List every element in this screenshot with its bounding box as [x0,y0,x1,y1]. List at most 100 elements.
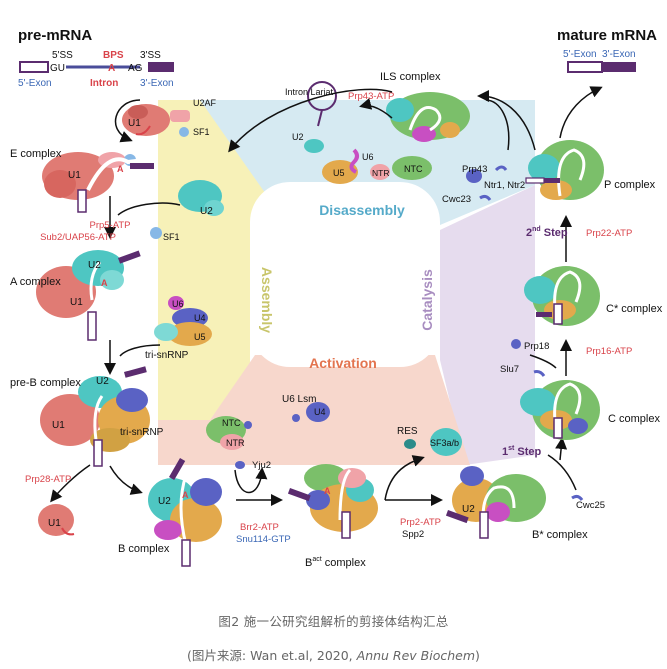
arrow-p-to-ils [477,90,536,151]
preb-u2-label: U2 [96,376,109,387]
cwc25-label: Cwc25 [576,500,605,511]
a-complex-structure [36,250,141,341]
pre-b-complex-label: pre-B complex [10,377,81,389]
activation-ntr-label: NTR [226,438,245,448]
prp5-label: Prp5-ATP [89,220,130,231]
first-step-label: 1st Step [502,445,542,458]
cwc23-label: Cwc23 [442,194,471,205]
figure-caption: 图2 施一公研究组解析的剪接体结构汇总 [218,614,449,629]
arrow-bstar-to-c [555,437,568,461]
bact-complex-structure [287,464,378,539]
intron-label: Intron [90,78,118,89]
arrow-recycle [228,88,393,153]
a-a-label: A [101,278,108,288]
slu7-join-arrow [529,354,557,369]
sub2-label: Sub2/UAP56-ATP [40,232,116,243]
source-journal: Annu Rev Biochem [356,648,476,663]
u6lsm-label: U6 Lsm [282,394,316,405]
figure-source: (图片来源: Wan et.al, 2020, Annu Rev Biochem… [0,645,667,664]
intron-lariat-structure [307,81,337,127]
bact-rest: complex [322,557,367,569]
sf1-label-2: SF1 [163,232,180,242]
prp28-label: Prp28-ATP [25,474,71,485]
snu114-label: Snu114-GTP [236,534,291,545]
prp18-slu7-structure [511,339,546,377]
b-u2-label: U2 [158,496,171,507]
tri-snrnp-label: tri-snRNP [145,350,189,361]
a-u1-label: U1 [70,297,83,308]
disassembly-label: Disassembly [319,202,405,218]
cwc23-structure [479,194,492,201]
cstar-complex-structure [524,266,600,326]
u2-structure [150,180,224,239]
bact-a-label: A [324,486,331,496]
intron-lariat-label: Intron Lariat [285,87,334,97]
exon3-label: 3'-Exon [140,78,174,89]
exon5-box [19,61,49,73]
pre-b-complex-structure [40,366,150,467]
activation-ntc-label: NTC [222,418,241,428]
ils-complex-label: ILS complex [380,71,441,83]
a-u2-label: U2 [88,260,101,271]
arrow-b-activation [234,467,268,494]
cwc25-join-arrow [547,454,577,491]
ss3-label: 3'SS [140,50,161,61]
prp2-label: Prp2-ATP [400,517,441,528]
arrow-p-to-mature [559,86,603,139]
intron-lariat-text: Intron Lariat [285,87,334,97]
ntr-join-arrow [485,99,510,151]
mature-exon5-box [567,61,603,73]
bact-sup: act [312,556,321,563]
pre-mrna-title: pre-mRNA [18,27,92,44]
branch-a-label: A [108,63,115,74]
source-pre: (图片来源: Wan et.al, 2020, [187,648,357,663]
res-structure [404,439,416,449]
ss5-label: 5'SS [52,50,73,61]
ntr1-label: Ntr1, Ntr2 [484,180,525,191]
preb-u1-label: U1 [52,420,65,431]
prp18-label: Prp18 [524,341,549,352]
prp22-label: Prp22-ATP [586,228,632,239]
res-label: RES [397,426,418,437]
ils-complex-structure [386,92,470,142]
u6lsm-u4-structure [292,402,330,422]
arrow-release-sf3 [384,455,425,501]
arrow-ils-release [359,98,393,119]
u2af-label: U2AF [193,98,217,108]
disassembly-u6-structure [349,148,359,174]
c-complex-label: C complex [608,413,660,425]
sf1-label: SF1 [193,127,210,137]
b-complex-structure [148,458,222,567]
tri-u5-label: U5 [194,332,206,342]
sf3ab-label: SF3a/b [430,438,459,448]
cwc25-structure [571,494,584,501]
bstar-u2-label: U2 [462,504,475,515]
mature-exon3-label: 3'-Exon [602,49,636,60]
yju2-structure [235,461,245,469]
exon5-label: 5'-Exon [18,78,52,89]
first-step-num: 1 [502,446,508,458]
arrow-to-e [114,99,141,143]
exon3-box [148,62,174,72]
prp43-label: Prp43 [462,164,487,175]
tri-u4-label: U4 [194,313,206,323]
tri-snrnp-structure [154,296,212,346]
catalysis-label: Catalysis [419,269,435,331]
released-u1-structure [38,504,75,536]
e-complex-label: E complex [10,148,62,160]
bstar-complex-label: B* complex [532,529,588,541]
preb-tri-label: tri-snRNP [120,427,164,438]
disassembly-ntc-structure [392,156,432,180]
yju2-label: Yju2 [252,460,271,471]
b-complex-label: B complex [118,543,170,555]
p-complex-label: P complex [604,179,656,191]
b-a-label: A [182,490,189,500]
bact-base: B [305,557,312,569]
p-complex-structure [525,140,604,200]
center-panel [250,182,440,367]
u1-label-top: U1 [128,118,141,129]
activation-label: Activation [309,355,377,371]
u2-join-arrow [117,202,181,216]
released-u1-label: U1 [48,518,61,529]
